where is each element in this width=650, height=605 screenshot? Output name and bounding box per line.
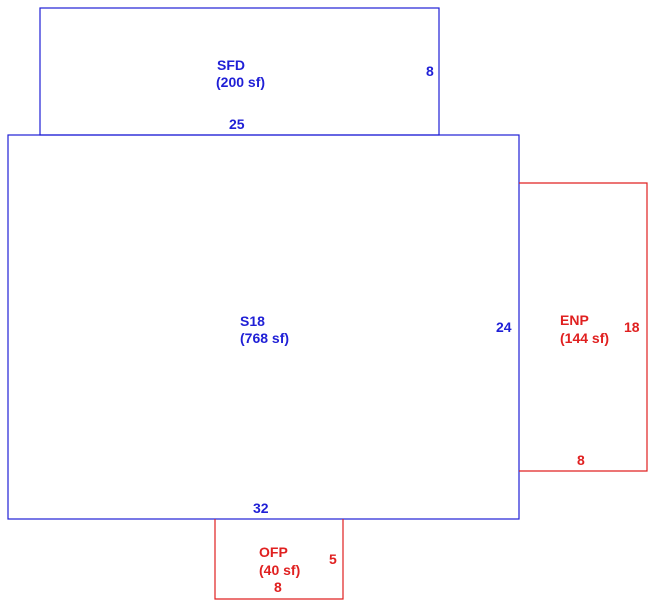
area-ofp-width-dimension: 8 — [274, 579, 282, 595]
area-s18-size: (768 sf) — [240, 330, 289, 346]
area-ofp-size: (40 sf) — [259, 562, 300, 578]
area-enp-depth-dimension: 18 — [624, 319, 640, 335]
area-ofp-outline — [214, 519, 344, 600]
area-ofp: OFP (40 sf) 5 8 — [214, 519, 344, 600]
area-s18-depth-dimension: 24 — [496, 319, 512, 335]
area-sfd: SFD (200 sf) 8 25 — [39, 7, 440, 136]
area-enp: ENP (144 sf) 18 8 — [519, 182, 648, 472]
area-enp-width-dimension: 8 — [577, 452, 585, 468]
area-ofp-code: OFP — [259, 544, 288, 560]
area-s18-outline — [7, 134, 520, 520]
area-s18-width-dimension: 32 — [253, 500, 269, 516]
area-enp-outline — [519, 182, 648, 472]
area-sfd-code: SFD — [217, 57, 245, 73]
area-sfd-depth-dimension: 8 — [426, 63, 434, 79]
area-s18-code: S18 — [240, 313, 265, 329]
area-s18: S18 (768 sf) 24 32 — [7, 134, 520, 520]
area-enp-size: (144 sf) — [560, 330, 609, 346]
area-ofp-depth-dimension: 5 — [329, 551, 337, 567]
area-sfd-width-dimension: 25 — [229, 116, 245, 132]
area-sfd-size: (200 sf) — [216, 74, 265, 90]
area-enp-code: ENP — [560, 312, 589, 328]
